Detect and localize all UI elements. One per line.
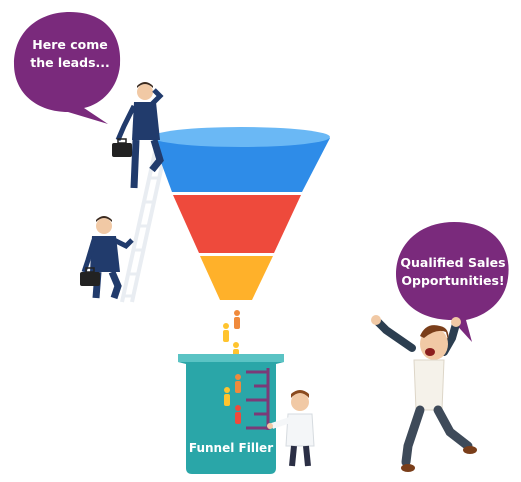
- lead-person-icon: [235, 374, 241, 393]
- lead-person-icon: [223, 323, 229, 342]
- speech-bubble-right: [396, 222, 509, 342]
- beaker-icon: [178, 354, 284, 474]
- funnel-icon: [152, 127, 330, 300]
- scientist-icon: [267, 390, 315, 467]
- excited-man-icon: [371, 315, 477, 472]
- beaker-label: Funnel Filler: [188, 441, 274, 455]
- speech-bubble-left-text: Here come the leads...: [30, 37, 110, 71]
- speech-bubble-right-text: Qualified Sales Opportunities!: [400, 255, 506, 289]
- speech-bubble-left: [14, 12, 121, 124]
- lead-person-icon: [234, 310, 240, 329]
- businessman-on-ladder-icon: [80, 216, 134, 300]
- lead-person-icon: [235, 405, 241, 424]
- businessman-climbing-icon: [112, 82, 164, 189]
- lead-person-icon: [224, 387, 230, 406]
